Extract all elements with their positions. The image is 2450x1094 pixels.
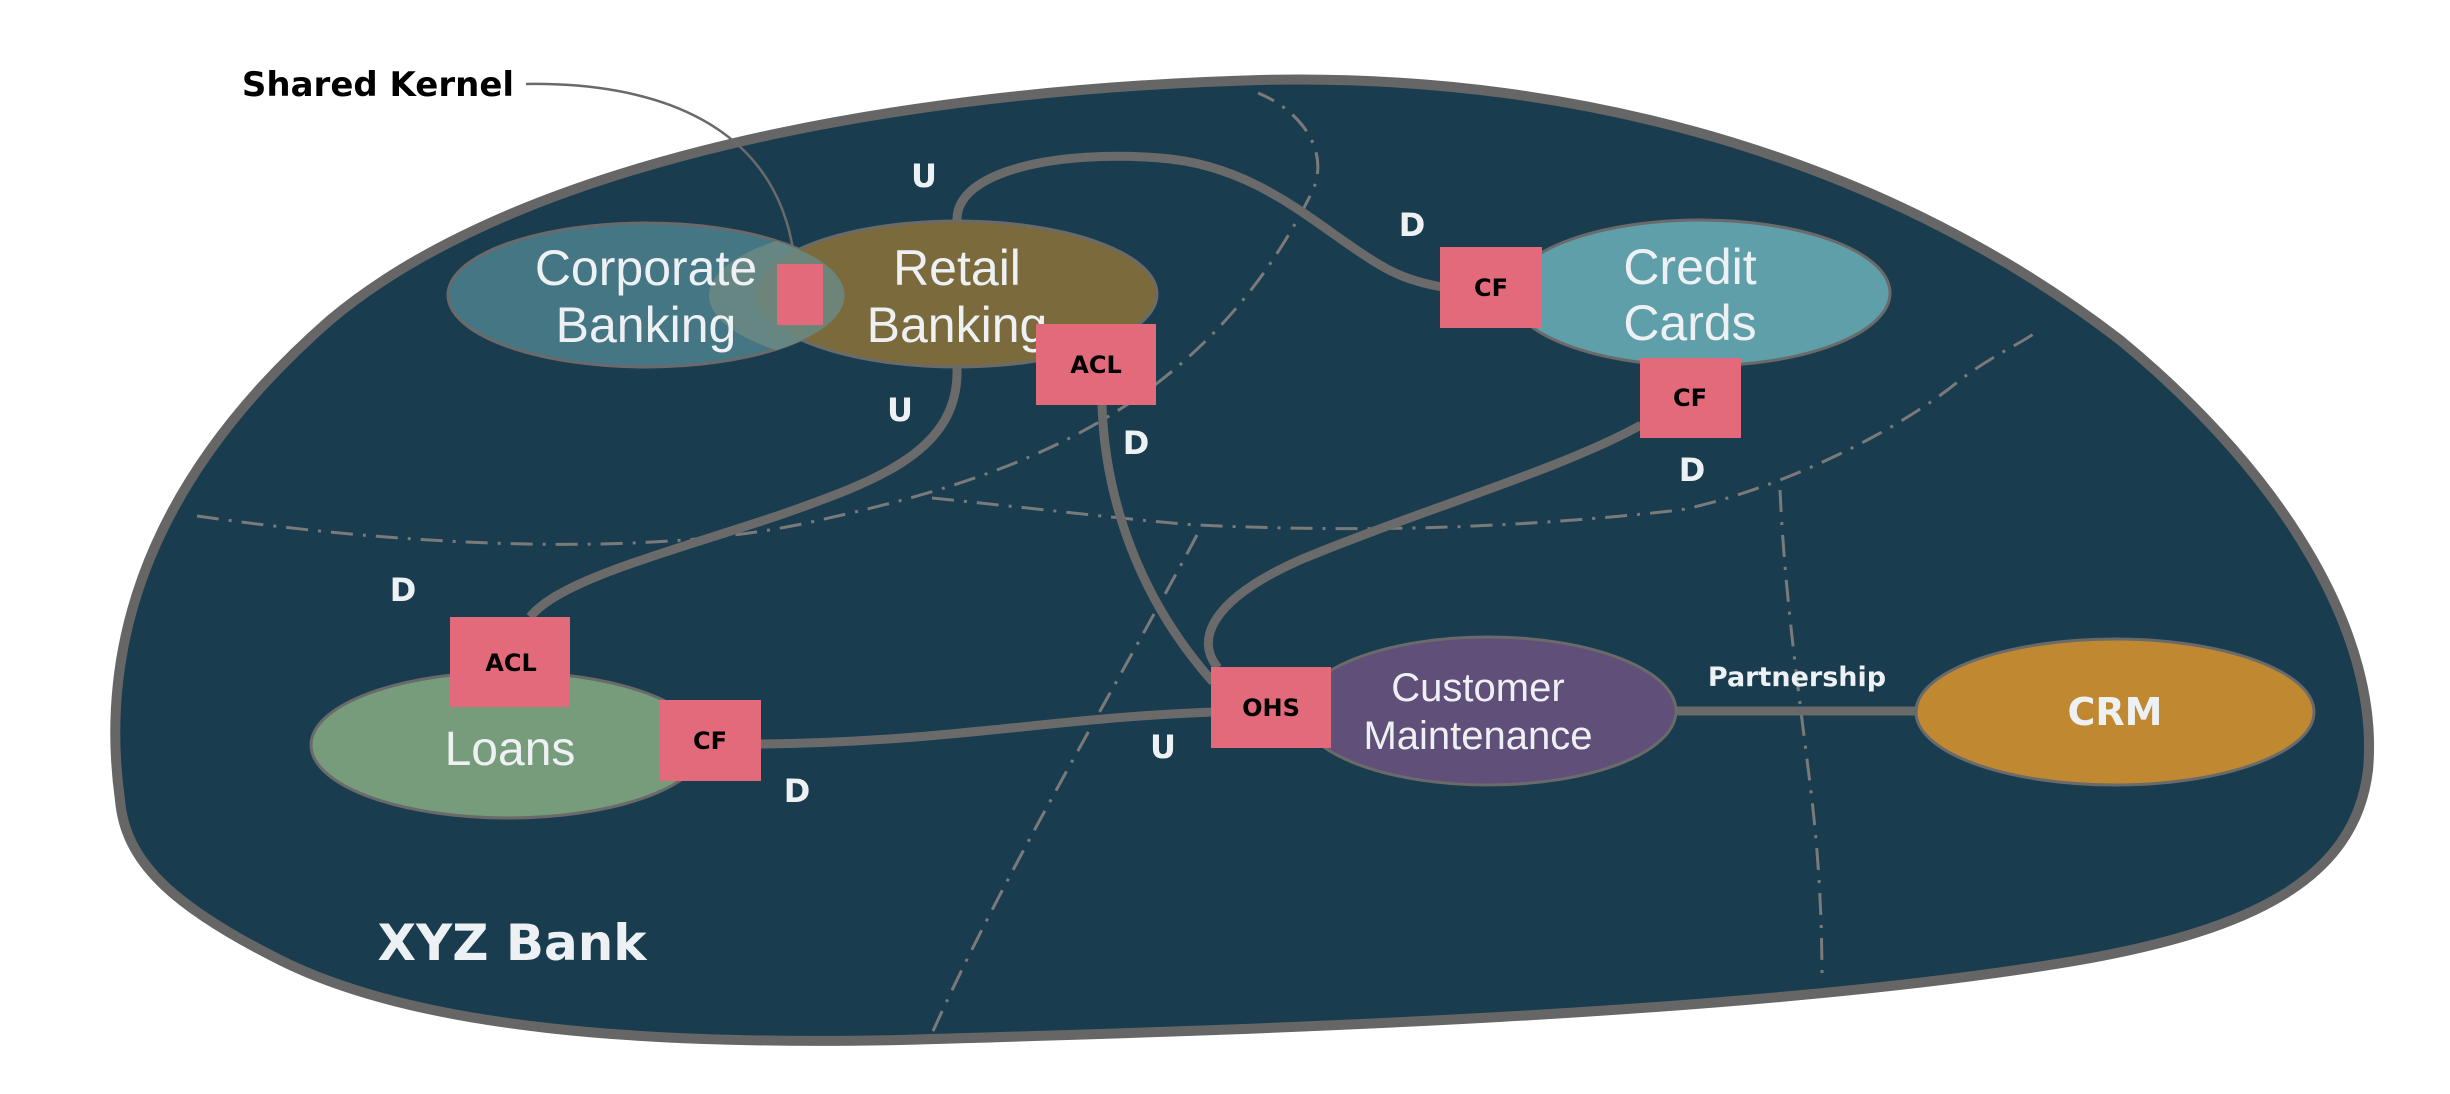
label-upstream-retail-top: U (911, 157, 937, 195)
connector-retail-credit (952, 151, 1443, 292)
pattern-box (660, 700, 761, 781)
label-upstream-ohs: U (1150, 728, 1176, 766)
label-upstream-retail-bottom: U (887, 391, 913, 429)
context-crm[interactable] (1914, 637, 2316, 787)
domain-boundary (110, 74, 2374, 1046)
pattern-ohs-customer[interactable]: OHS (1211, 667, 1331, 748)
context-label-retail-line2: Banking (867, 297, 1048, 353)
context-label-credit-line2: Cards (1623, 295, 1756, 351)
pattern-box (1036, 324, 1156, 405)
pattern-label: ACL (1070, 351, 1121, 379)
connector-loans-ohs (760, 707, 1214, 749)
pattern-box (1211, 667, 1331, 748)
context-shape (1914, 637, 2316, 787)
context-label-loans: Loans (445, 723, 576, 776)
subdomain-boundary-diagonal (927, 534, 1199, 1041)
shared-kernel-leader (525, 82, 797, 265)
pattern-acl-loans[interactable]: ACL (450, 617, 570, 707)
pattern-label: CF (693, 727, 727, 755)
context-label-customer-line2: Maintenance (1363, 714, 1592, 758)
label-downstream-loans-cf: D (784, 772, 811, 810)
shared-kernel-annotation: Shared Kernel (242, 65, 514, 105)
subdomain-boundary-middle (931, 326, 2042, 531)
shared-kernel-box[interactable] (777, 264, 823, 325)
label-downstream-retail-acl: D (1123, 424, 1150, 462)
pattern-label: CF (1474, 274, 1508, 302)
pattern-cf-credit-bottom[interactable]: CF (1640, 358, 1741, 438)
pattern-box (1440, 247, 1542, 328)
connector-retail-loans (526, 366, 962, 620)
context-label-customer-line1: Customer (1391, 666, 1564, 710)
label-downstream-credit-bottom: D (1679, 451, 1706, 489)
domain-title: XYZ Bank (377, 914, 648, 972)
context-label-retail-line1: Retail (893, 240, 1021, 296)
label-downstream-loans-acl: D (390, 571, 417, 609)
connector-retail-acl-ohs (1097, 404, 1217, 685)
pattern-acl-retail[interactable]: ACL (1036, 324, 1156, 405)
context-label-credit-line1: Credit (1623, 239, 1756, 295)
label-partnership: Partnership (1708, 662, 1886, 693)
pattern-cf-loans[interactable]: CF (660, 700, 761, 781)
context-label-corporate-line1: Corporate (535, 240, 757, 296)
context-customer-maintenance[interactable] (1298, 635, 1678, 787)
pattern-label: ACL (485, 649, 536, 677)
context-shape (1298, 635, 1678, 787)
pattern-box (1640, 358, 1741, 438)
pattern-label: CF (1673, 384, 1707, 412)
context-label-crm: CRM (2068, 690, 2163, 734)
context-label-corporate-line2: Banking (556, 297, 737, 353)
connector-credit-ohs (1203, 421, 1644, 671)
pattern-label: OHS (1242, 694, 1300, 722)
pattern-box (450, 617, 570, 707)
label-downstream-credit-top: D (1399, 206, 1426, 244)
pattern-cf-credit-left[interactable]: CF (1440, 247, 1542, 328)
